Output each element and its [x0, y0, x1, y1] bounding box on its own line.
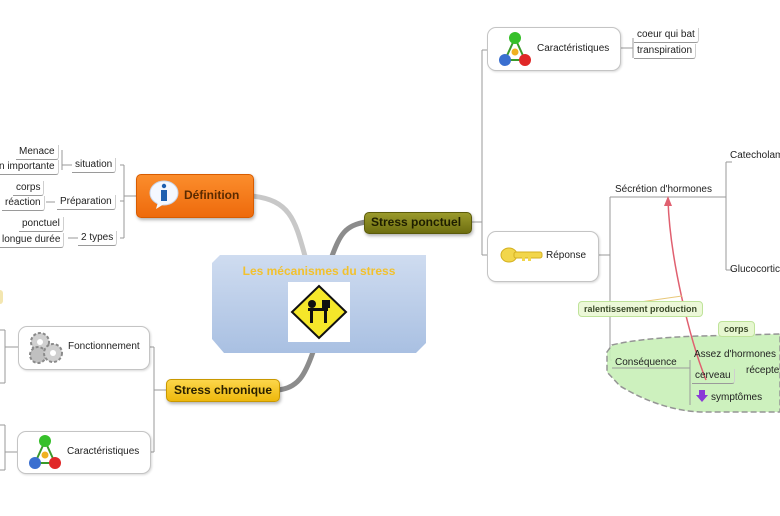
definition-child-importante[interactable]: n importante [0, 160, 59, 175]
connector-central-ponctuel [329, 219, 367, 257]
central-topic-title: Les mécanismes du stress [242, 264, 396, 278]
consequence-callout-corps[interactable]: corps [718, 321, 755, 337]
chronique-bracket [0, 329, 166, 471]
reponse-child-secretion[interactable]: Sécrétion d'hormones [615, 184, 712, 195]
definition-child-preparation[interactable]: Préparation [57, 195, 116, 210]
relationship-label[interactable]: ralentissement production [578, 301, 704, 317]
key-icon [500, 245, 544, 265]
definition-child-ponctuel[interactable]: ponctuel [19, 217, 64, 232]
molecule-icon [26, 433, 64, 471]
consequence-child-recepte[interactable]: récepte [746, 365, 780, 376]
topic-stress-chronique[interactable] [166, 379, 280, 402]
caracteristiques-child-coeur[interactable]: coeur qui bat [634, 28, 699, 43]
ponctuel-child-caracteristiques-label: Caractéristiques [537, 43, 610, 54]
stress-warning-sign-icon [288, 282, 350, 342]
topic-stress-chronique-label: Stress chronique [174, 383, 273, 397]
caracteristiques-child-transpiration[interactable]: transpiration [634, 44, 697, 59]
offscreen-node-fragment [0, 290, 3, 304]
definition-child-2-types[interactable]: 2 types [78, 231, 118, 246]
topic-definition-label: Définition [184, 188, 240, 202]
chronique-child-caracteristiques-label: Caractéristiques [67, 446, 140, 457]
consequence-lines [612, 360, 691, 405]
definition-child-longue-duree[interactable]: longue durée [0, 233, 65, 248]
topic-stress-ponctuel[interactable] [364, 212, 472, 234]
consequence-child-assez-hormones[interactable]: Assez d'hormones [694, 349, 776, 360]
definition-child-reaction[interactable]: réaction [2, 196, 45, 211]
secretion-child-glucocortico[interactable]: Glucocortico [730, 264, 780, 275]
topic-stress-ponctuel-label: Stress ponctuel [371, 215, 462, 229]
connector-central-definition [251, 193, 308, 257]
secretion-child-catecholam[interactable]: Catecholam [730, 150, 780, 161]
definition-child-menace[interactable]: Menace [16, 145, 59, 160]
ponctuel-child-reponse-label: Réponse [546, 250, 587, 261]
molecule-icon [496, 30, 534, 68]
gears-icon [26, 330, 66, 366]
info-bubble-icon [148, 178, 180, 210]
definition-child-situation[interactable]: situation [72, 158, 117, 173]
consequence-child-cerveau[interactable]: cerveau [692, 369, 735, 384]
relationship-arrow [667, 199, 707, 381]
connector-central-chronique [277, 351, 316, 393]
definition-bracket [46, 150, 136, 239]
arrow-down-icon [696, 389, 708, 402]
chronique-child-fonctionnement-label: Fonctionnement [68, 341, 140, 352]
reponse-child-consequence[interactable]: Conséquence [615, 357, 677, 368]
definition-child-corps[interactable]: corps [13, 181, 45, 196]
consequence-boundary [606, 333, 780, 413]
consequence-child-symptomes[interactable]: symptômes [711, 392, 763, 403]
relationship-arrowhead [664, 196, 672, 206]
